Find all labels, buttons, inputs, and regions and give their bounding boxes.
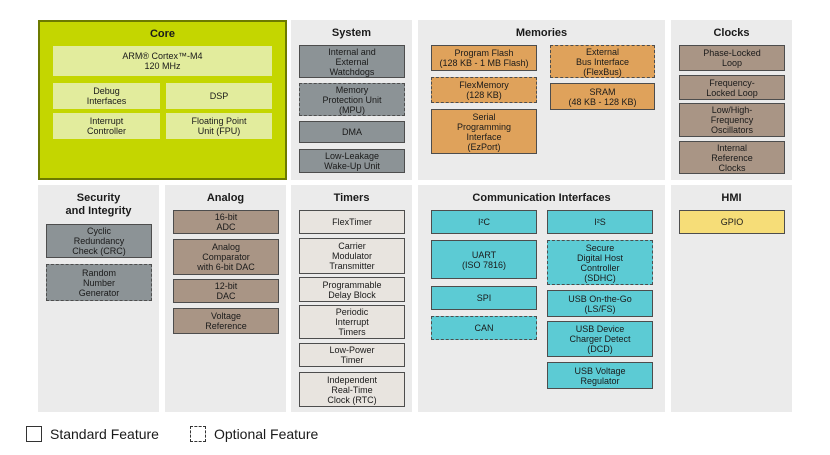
i2s: I²S (547, 210, 653, 234)
can: CAN (431, 316, 537, 340)
system-panel: System Internal and External Watchdogs M… (291, 20, 412, 180)
usb-on-the-go: USB On-the-Go (LS/FS) (547, 290, 653, 317)
spi: SPI (431, 286, 537, 310)
sdhc: Secure Digital Host Controller (SDHC) (547, 240, 653, 285)
timers-panel: Timers FlexTimer Carrier Modulator Trans… (291, 185, 412, 412)
legend-optional: Optional Feature (190, 425, 318, 443)
low-leakage-wakeup-unit: Low-Leakage Wake-Up Unit (299, 149, 405, 173)
legend-standard: Standard Feature (26, 425, 159, 443)
memories-title: Memories (515, 27, 568, 39)
memory-protection-unit: Memory Protection Unit (MPU) (299, 83, 405, 116)
i2c: I²C (431, 210, 537, 234)
usb-voltage-regulator: USB Voltage Regulator (547, 362, 653, 389)
core-panel: Core ARM® Cortex™-M4 120 MHz Debug Inter… (38, 20, 287, 180)
comm-title: Communication Interfaces (472, 192, 611, 204)
security-panel: Security and Integrity Cyclic Redundancy… (38, 185, 159, 412)
phase-locked-loop: Phase-Locked Loop (679, 45, 785, 71)
program-flash: Program Flash (128 KB - 1 MB Flash) (431, 45, 537, 71)
interrupt-controller: Interrupt Controller (53, 113, 160, 139)
dma: DMA (299, 121, 405, 143)
watchdogs: Internal and External Watchdogs (299, 45, 405, 78)
voltage-reference: Voltage Reference (173, 308, 279, 334)
comm-panel: Communication Interfaces I²C I²S UART (I… (418, 185, 665, 412)
adc-16bit: 16-bit ADC (173, 210, 279, 234)
hmi-panel: HMI GPIO (671, 185, 792, 412)
periodic-interrupt-timers: Periodic Interrupt Timers (299, 305, 405, 339)
system-title: System (331, 27, 372, 39)
internal-reference-clocks: Internal Reference Clocks (679, 141, 785, 174)
security-title: Security and Integrity (65, 192, 132, 217)
debug-interfaces: Debug Interfaces (53, 83, 160, 109)
real-time-clock: Independent Real-Time Clock (RTC) (299, 372, 405, 407)
hmi-title: HMI (721, 192, 742, 204)
optional-feature-label: Optional Feature (214, 426, 319, 442)
usb-device-charger-detect: USB Device Charger Detect (DCD) (547, 321, 653, 357)
ezport: Serial Programming Interface (EzPort) (431, 109, 537, 154)
clocks-title: Clocks (713, 27, 750, 39)
memories-panel: Memories Program Flash (128 KB - 1 MB Fl… (418, 20, 665, 180)
timers-title: Timers (333, 192, 370, 204)
flextimer: FlexTimer (299, 210, 405, 234)
standard-feature-label: Standard Feature (50, 426, 159, 442)
frequency-locked-loop: Frequency- Locked Loop (679, 75, 785, 100)
floating-point-unit: Floating Point Unit (FPU) (166, 113, 272, 139)
gpio: GPIO (679, 210, 785, 234)
carrier-modulator-transmitter: Carrier Modulator Transmitter (299, 238, 405, 274)
clocks-panel: Clocks Phase-Locked Loop Frequency- Lock… (671, 20, 792, 180)
dac-12bit: 12-bit DAC (173, 279, 279, 303)
oscillators: Low/High- Frequency Oscillators (679, 103, 785, 137)
arm-cortex-m4: ARM® Cortex™-M4 120 MHz (53, 46, 272, 76)
uart: UART (ISO 7816) (431, 240, 537, 279)
low-power-timer: Low-Power Timer (299, 343, 405, 367)
external-bus-interface: External Bus Interface (FlexBus) (550, 45, 655, 78)
core-title: Core (149, 28, 176, 40)
analog-comparator: Analog Comparator with 6-bit DAC (173, 239, 279, 275)
random-number-generator: Random Number Generator (46, 264, 152, 301)
programmable-delay-block: Programmable Delay Block (299, 277, 405, 302)
crc: Cyclic Redundancy Check (CRC) (46, 224, 152, 258)
flexmemory: FlexMemory (128 KB) (431, 77, 537, 103)
standard-feature-swatch (26, 426, 42, 442)
optional-feature-swatch (190, 426, 206, 442)
analog-title: Analog (206, 192, 245, 204)
sram: SRAM (48 KB - 128 KB) (550, 83, 655, 110)
dsp: DSP (166, 83, 272, 109)
analog-panel: Analog 16-bit ADC Analog Comparator with… (165, 185, 286, 412)
